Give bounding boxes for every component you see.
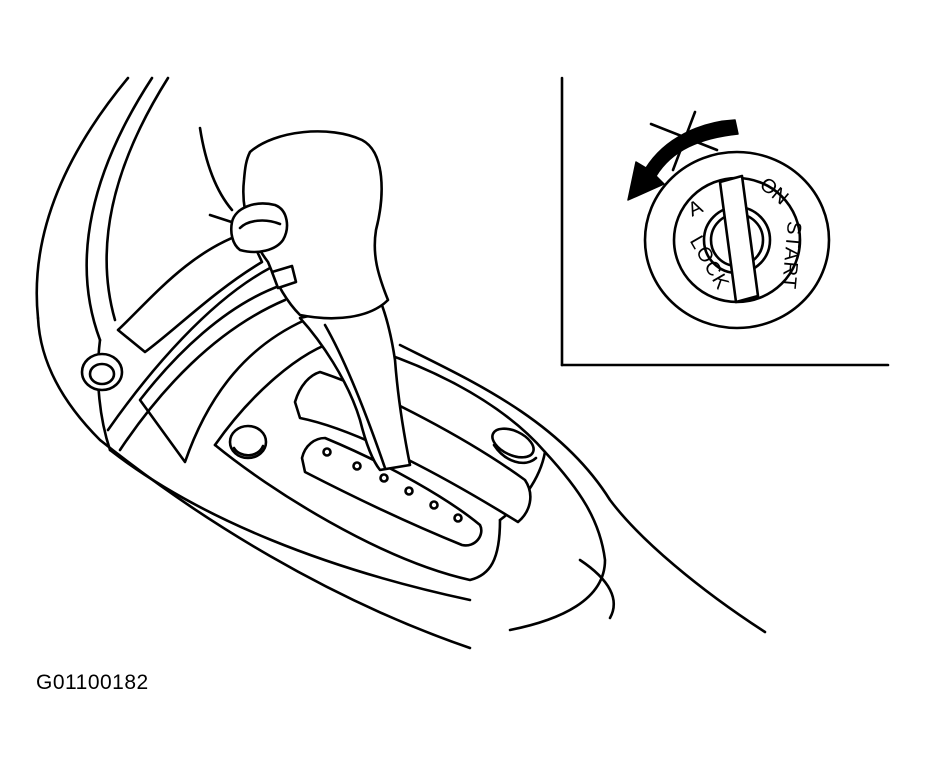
gear-position-dots	[322, 447, 463, 523]
console-button-center	[228, 424, 268, 460]
ignition-inset: LOCK A ON START	[560, 76, 890, 367]
ignition-key-cylinder-icon: LOCK A ON START	[643, 150, 831, 330]
center-console	[35, 76, 767, 650]
shift-lever-icon	[229, 130, 412, 472]
console-button-right	[491, 427, 538, 465]
prohibited-cross-icon	[649, 110, 719, 172]
figure-id-label: G01100182	[36, 671, 149, 694]
console-button-left	[80, 352, 124, 392]
rotation-arrow-icon	[627, 119, 739, 201]
